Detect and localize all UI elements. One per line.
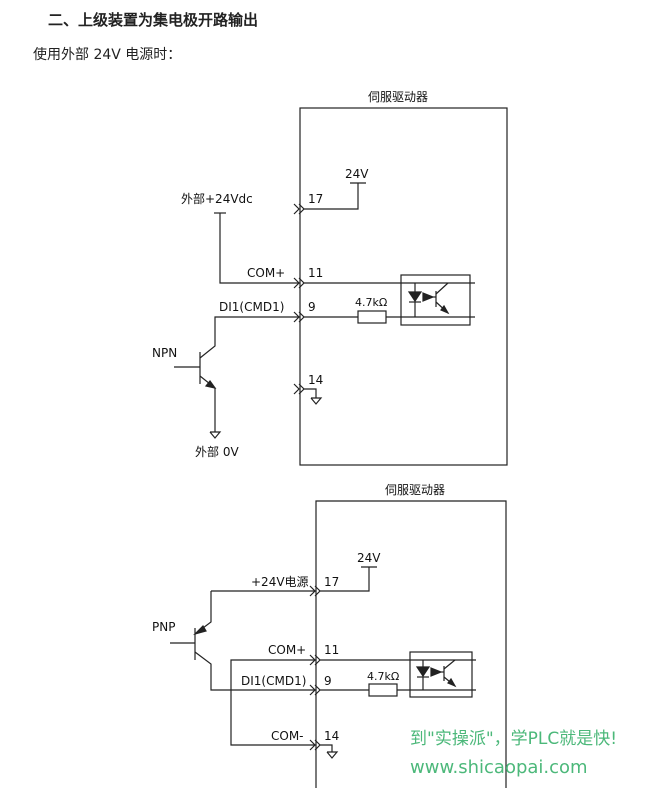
label-24v: 24V xyxy=(345,167,369,181)
pin-11-label-2: 11 xyxy=(324,643,339,657)
npn-label: NPN xyxy=(152,346,177,360)
pin-17-label-2: 17 xyxy=(324,575,339,589)
ground-0v xyxy=(209,431,222,439)
servo-drive-title-2: 伺服驱动器 xyxy=(385,483,445,497)
pnp-collector xyxy=(194,651,316,691)
servo-drive-box xyxy=(299,107,508,466)
di1-label-2: DI1(CMD1) xyxy=(241,674,306,688)
ground-14-2 xyxy=(326,751,339,759)
pin-9-label-2: 9 xyxy=(324,674,332,688)
npn-collector xyxy=(199,316,300,359)
diagram-npn: 伺服驱动器 17 24V 外部+24Vdc COM+ 11 9 DI1(CMD1… xyxy=(152,90,508,466)
diagram-pnp: 伺服驱动器 17 24V +24V电源 PNP COM+ COM- 11 xyxy=(152,483,507,788)
wire-24v xyxy=(304,182,366,210)
resistor-4k7 xyxy=(357,310,387,324)
ground-14 xyxy=(310,397,323,405)
pin-11-label: 11 xyxy=(308,266,323,280)
section-heading: 二、上级装置为集电极开路输出 xyxy=(48,11,259,29)
watermark-slogan: 到"实操派"，学PLC就是快! xyxy=(410,729,618,749)
optocoupler xyxy=(400,274,471,326)
servo-drive-box-2 xyxy=(315,500,507,788)
com-plus-label: COM+ xyxy=(247,266,285,280)
pin-17-connector xyxy=(293,203,305,215)
resistor-label-2: 4.7kΩ xyxy=(367,670,399,683)
ext-24vdc-label: 外部+24Vdc xyxy=(181,191,253,206)
com-plus-label-2: COM+ xyxy=(268,643,306,657)
pin-14-ground xyxy=(304,388,317,398)
pin-14-ground-2 xyxy=(320,744,333,752)
label-24v-2: 24V xyxy=(357,551,381,565)
section-subheading: 使用外部 24V 电源时： xyxy=(33,47,182,63)
ext-0v-label: 外部 0V xyxy=(195,444,239,459)
resistor-label: 4.7kΩ xyxy=(355,296,387,309)
com-minus-label: COM- xyxy=(271,729,304,743)
wire-com-plus xyxy=(219,213,300,284)
pin-14-label-2: 14 xyxy=(324,729,339,743)
optocoupler-2 xyxy=(409,651,473,698)
pin-17-label: 17 xyxy=(308,192,323,206)
pin-9-label: 9 xyxy=(308,300,316,314)
pin-14-connector xyxy=(293,383,305,395)
pin-14-label: 14 xyxy=(308,373,323,387)
di1-label: DI1(CMD1) xyxy=(219,300,284,314)
wire-24v-2 xyxy=(320,566,377,592)
watermark-url: www.shicaopai.com xyxy=(410,757,588,778)
pnp-label: PNP xyxy=(152,620,175,634)
power-24v-label: +24V电源 xyxy=(251,575,309,589)
resistor-4k7-2 xyxy=(368,683,398,697)
wire-com-plus-2 xyxy=(230,659,316,746)
pnp-emitter-arrow xyxy=(192,625,207,636)
servo-drive-title: 伺服驱动器 xyxy=(368,90,428,104)
npn-emitter-arrow xyxy=(204,380,217,389)
